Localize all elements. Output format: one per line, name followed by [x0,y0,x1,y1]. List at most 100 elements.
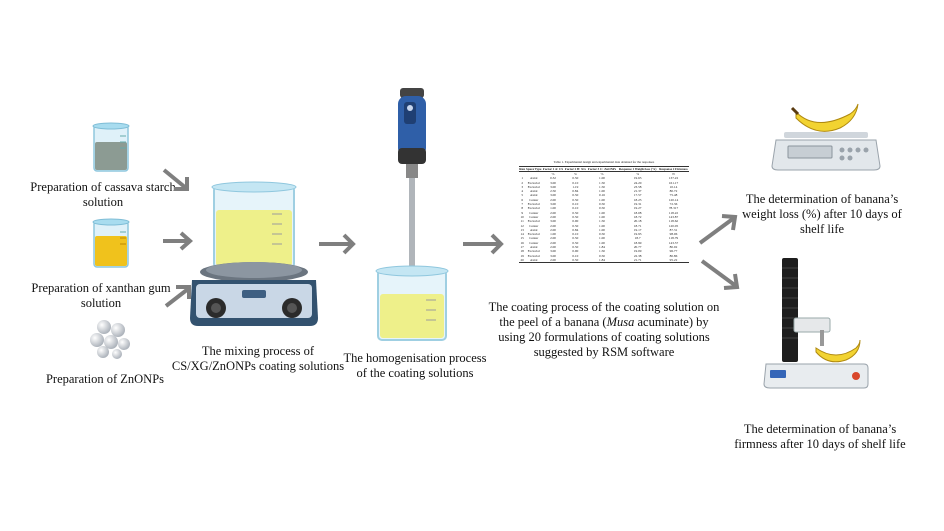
weight-loss-label: The determination of banana’s weight los… [742,192,902,236]
table-cell: 120.05 [668,223,679,228]
table-cell: 0.50 [572,210,579,215]
table-cell: Center [529,197,539,202]
table-cell: 2.00 [550,197,556,202]
table-header-cell: Response 1 Weight loss (%) [617,166,658,172]
table-unit-cell: % [636,172,640,176]
table-cell: Center [529,223,539,228]
magnetic-stirrer-icon [186,180,322,330]
table-cell: 20.18 [633,219,642,224]
table-cell: 19.63 [633,176,642,181]
table-cell: 137.22 [668,176,679,181]
table-cell: 120.14 [668,197,679,202]
table-cell: 0.50 [564,257,587,264]
table-cell: 18.7 [634,236,641,241]
table-cell: 17 [520,245,524,250]
table-cell: 0.50 [572,197,579,202]
table-cell: 2.00 [550,245,556,250]
table-cell: Center [529,214,539,219]
table-cell: 3.00 [550,249,556,254]
table-cell: 8 [521,206,524,211]
table-cell: 17.57 [633,193,642,198]
arrow-xanthan-icon [162,230,194,252]
table-cell: 0.10 [572,202,579,207]
table-cell: 18.99 [633,240,642,245]
table-cell: 143.37 [668,240,679,245]
table-cell: 0.50 [572,214,579,219]
table-cell: 1.00 [599,210,605,215]
arrow-to-weight-icon [698,212,740,246]
table-cell: 1.00 [599,176,605,181]
table-unit-cell: % [551,172,555,176]
table-cell: Axial [529,193,538,198]
table-cell: 0.50 [599,253,605,258]
table-cell: Axial [529,227,538,232]
table-cell: 75.48 [669,193,678,198]
table-cell: 80.86 [669,253,678,258]
table-cell: 23.58 [633,184,642,189]
table-cell: 19.31 [633,202,642,207]
table-cell: 87.31 [669,227,678,232]
table-cell: Axial [529,176,538,181]
table-cell: 1 [521,176,524,181]
table-header-cell: Space Type [525,166,543,172]
mixing-label: The mixing process of CS/XG/ZnONPs coati… [171,344,345,373]
coating-label-italic: Musa [606,315,635,329]
cassava-beaker-icon [90,122,132,174]
table-cell: 18.08 [633,210,642,215]
table-cell: 3.00 [550,253,556,258]
table-cell: 1.00 [599,236,605,241]
table-cell: 1.00 [599,240,605,245]
table-cell: Center [529,240,539,245]
table-cell: 0.50 [572,236,579,241]
table-cell: 1.00 [599,214,605,219]
table-cell: 5 [521,193,524,198]
table-cell: 0.90 [572,249,579,254]
table-cell: 0.84 [572,189,579,194]
table-cell: Factorial [527,232,540,237]
table-cell: 1.84 [586,257,618,264]
table-cell: 95.22 [658,257,689,264]
table-cell: 1.00 [599,223,605,228]
table-cell: 2.50 [550,189,556,194]
table-cell: 2.00 [542,257,564,264]
table-cell: 0.50 [599,206,605,211]
table-cell: 18.23 [633,197,642,202]
table-cell: 22.38 [633,253,642,258]
table-cell: 143.87 [668,214,679,219]
cassava-label: Preparation of cassava starch solution [30,180,176,209]
firmness-label: The determination of banana’s firmness a… [734,422,906,451]
arrow-to-homogeniser-icon [318,232,358,256]
coating-label-part2: acuminate) by using 20 formulations of c… [498,315,710,359]
table-cell: 3.00 [550,202,556,207]
table-cell: 24.20 [633,180,642,185]
table-cell: 2.00 [550,223,556,228]
table-cell: 18 [520,249,524,254]
table-cell: 15 [520,236,524,241]
table-cell: 0.50 [572,193,579,198]
table-cell: 1.00 [599,189,605,194]
table-cell: Factorial [527,184,540,189]
homogeniser-icon [392,86,432,286]
table-cell: 19.09 [633,249,642,254]
table-cell: Center [529,210,539,215]
table-cell: 0.50 [599,232,605,237]
table-cell: 3.00 [550,193,556,198]
table-cell: 0.50 [572,223,579,228]
table-cell: 1.50 [599,184,605,189]
table-cell: 0.50 [572,245,579,250]
weighing-scale-icon [770,94,882,174]
table-cell: Axial [529,245,538,250]
table-header-cell: Factor 1 A: CS [542,166,564,172]
table-cell: 18.71 [633,223,642,228]
table-cell: 20.77 [633,245,642,250]
nanoparticles-icon [88,318,132,360]
